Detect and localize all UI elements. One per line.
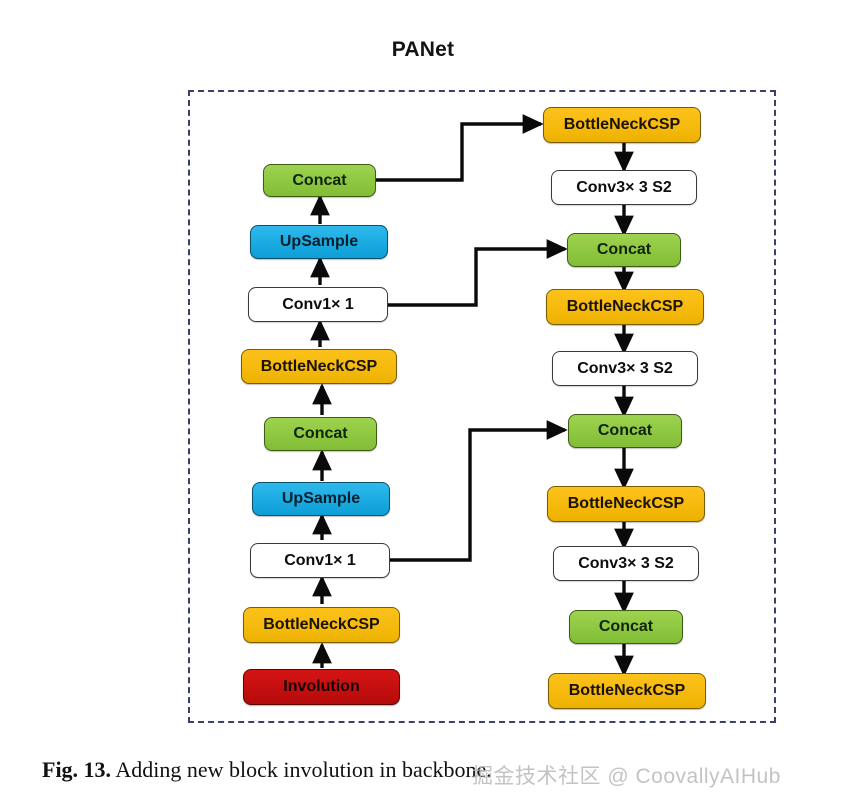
node-left-upsample-top[interactable]: UpSample <box>250 225 388 259</box>
node-left-conv1x1-top[interactable]: Conv1× 1 <box>248 287 388 322</box>
node-right-bottleneckcsp-4[interactable]: BottleNeckCSP <box>548 673 706 709</box>
figure-caption-label: Fig. 13. <box>42 757 112 782</box>
figure-caption-text: Adding new block involution in backbone. <box>111 757 492 782</box>
node-right-conv3x3-s2-1[interactable]: Conv3× 3 S2 <box>551 170 697 205</box>
node-left-upsample-bottom[interactable]: UpSample <box>252 482 390 516</box>
node-left-bottleneckcsp-bottom[interactable]: BottleNeckCSP <box>243 607 400 643</box>
node-right-conv3x3-s2-2[interactable]: Conv3× 3 S2 <box>552 351 698 386</box>
node-right-bottleneckcsp-1[interactable]: BottleNeckCSP <box>543 107 701 143</box>
watermark: 掘金技术社区 @ CoovallyAIHub <box>472 765 781 788</box>
panet-dashed-frame <box>188 90 776 723</box>
page-title: PANet <box>391 38 455 61</box>
node-right-concat-1[interactable]: Concat <box>567 233 681 267</box>
node-left-involution[interactable]: Involution <box>243 669 400 705</box>
node-right-conv3x3-s2-3[interactable]: Conv3× 3 S2 <box>553 546 699 581</box>
node-right-bottleneckcsp-3[interactable]: BottleNeckCSP <box>547 486 705 522</box>
node-left-concat-top[interactable]: Concat <box>263 164 376 197</box>
node-right-bottleneckcsp-2[interactable]: BottleNeckCSP <box>546 289 704 325</box>
figure-caption: Fig. 13. Adding new block involution in … <box>42 757 802 783</box>
node-left-concat-mid[interactable]: Concat <box>264 417 377 451</box>
node-right-concat-3[interactable]: Concat <box>569 610 683 644</box>
node-right-concat-2[interactable]: Concat <box>568 414 682 448</box>
node-left-conv1x1-bottom[interactable]: Conv1× 1 <box>250 543 390 578</box>
node-left-bottleneckcsp-mid[interactable]: BottleNeckCSP <box>241 349 397 384</box>
